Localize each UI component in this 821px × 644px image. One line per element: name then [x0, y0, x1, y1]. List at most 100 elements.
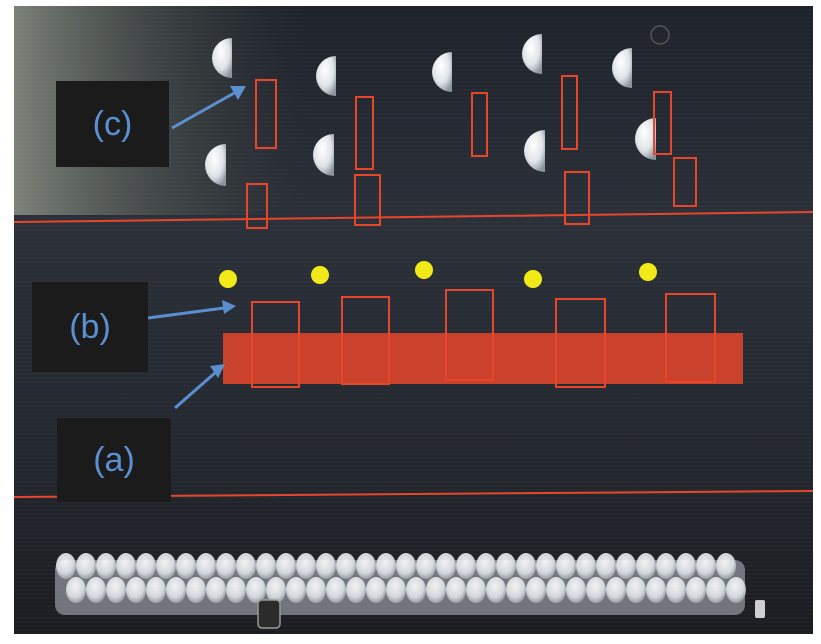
bulb	[56, 553, 76, 579]
arrow-icon	[174, 364, 225, 410]
marker	[219, 270, 237, 288]
bulb	[556, 553, 576, 579]
box-c	[564, 171, 590, 225]
region-b-boxes	[251, 289, 716, 388]
box-c	[673, 157, 697, 207]
bulb	[196, 553, 216, 579]
sphere	[313, 134, 334, 176]
bulb	[156, 553, 176, 579]
bulb	[226, 577, 246, 603]
box-b	[341, 296, 390, 385]
bulb	[626, 577, 646, 603]
bulb	[646, 577, 666, 603]
marker	[415, 261, 433, 279]
bulb	[86, 577, 106, 603]
bulb	[256, 553, 276, 579]
box-c	[561, 75, 578, 150]
bulb	[206, 577, 226, 603]
bulb	[376, 553, 396, 579]
box-c	[246, 183, 268, 229]
bulb	[676, 553, 696, 579]
bulb	[276, 553, 296, 579]
bulb	[176, 553, 196, 579]
bulb	[686, 577, 706, 603]
region-a-bar	[223, 333, 743, 384]
guide-line	[13, 211, 814, 223]
marker	[311, 266, 329, 284]
bulb	[656, 553, 676, 579]
bulb	[316, 553, 336, 579]
bulb-row	[56, 553, 746, 603]
bulb	[456, 553, 476, 579]
bulb	[346, 577, 366, 603]
bulb	[666, 577, 686, 603]
bulb	[496, 553, 516, 579]
box-c	[471, 92, 488, 157]
connector	[755, 600, 765, 618]
sphere	[612, 48, 632, 88]
bulb	[426, 577, 446, 603]
bulb	[266, 577, 286, 603]
bulb	[336, 553, 356, 579]
sphere	[212, 38, 232, 78]
bulb	[616, 553, 636, 579]
bulb	[96, 553, 116, 579]
box-b	[665, 293, 716, 383]
bulb	[606, 577, 626, 603]
bulb	[636, 553, 656, 579]
sphere	[635, 118, 656, 160]
label-b: (b)	[32, 282, 148, 372]
bulb	[136, 553, 156, 579]
arrow-icon	[171, 86, 246, 130]
bulb	[596, 553, 616, 579]
box-c	[355, 96, 374, 170]
spheres	[205, 25, 670, 186]
bulb	[166, 577, 186, 603]
bulb	[396, 553, 416, 579]
bulb	[146, 577, 166, 603]
label-b-text: (b)	[69, 307, 111, 346]
bulb	[306, 577, 326, 603]
sphere-ring	[650, 25, 670, 45]
yellow-markers	[219, 261, 657, 288]
marker	[639, 263, 657, 281]
sphere	[205, 144, 226, 186]
bulb	[526, 577, 546, 603]
sphere	[432, 52, 452, 92]
bulb	[326, 577, 346, 603]
bulb	[296, 553, 316, 579]
bulb	[216, 553, 236, 579]
bulb	[566, 577, 586, 603]
bulb	[486, 577, 506, 603]
region-c-boxes	[246, 75, 697, 229]
bulb	[716, 553, 736, 579]
bulb	[186, 577, 206, 603]
label-a-text: (a)	[93, 440, 135, 479]
bulb	[246, 577, 266, 603]
bulb	[356, 553, 376, 579]
box-c	[255, 79, 277, 149]
bulb	[696, 553, 716, 579]
box-b	[251, 301, 300, 388]
bulb	[386, 577, 406, 603]
bulb	[76, 553, 96, 579]
bulb	[476, 553, 496, 579]
bulb	[126, 577, 146, 603]
connector	[257, 599, 281, 629]
bulb	[546, 577, 566, 603]
bulb	[516, 553, 536, 579]
bulb	[726, 577, 746, 603]
bulb	[366, 577, 386, 603]
label-c: (c)	[56, 81, 169, 167]
box-b	[555, 298, 606, 388]
bulb	[116, 553, 136, 579]
bulb	[286, 577, 306, 603]
sphere	[522, 34, 542, 74]
bulb	[586, 577, 606, 603]
bulb	[236, 553, 256, 579]
bulb	[576, 553, 596, 579]
box-c	[653, 91, 672, 155]
bulb	[66, 577, 86, 603]
sphere	[524, 130, 545, 172]
bulb	[436, 553, 456, 579]
